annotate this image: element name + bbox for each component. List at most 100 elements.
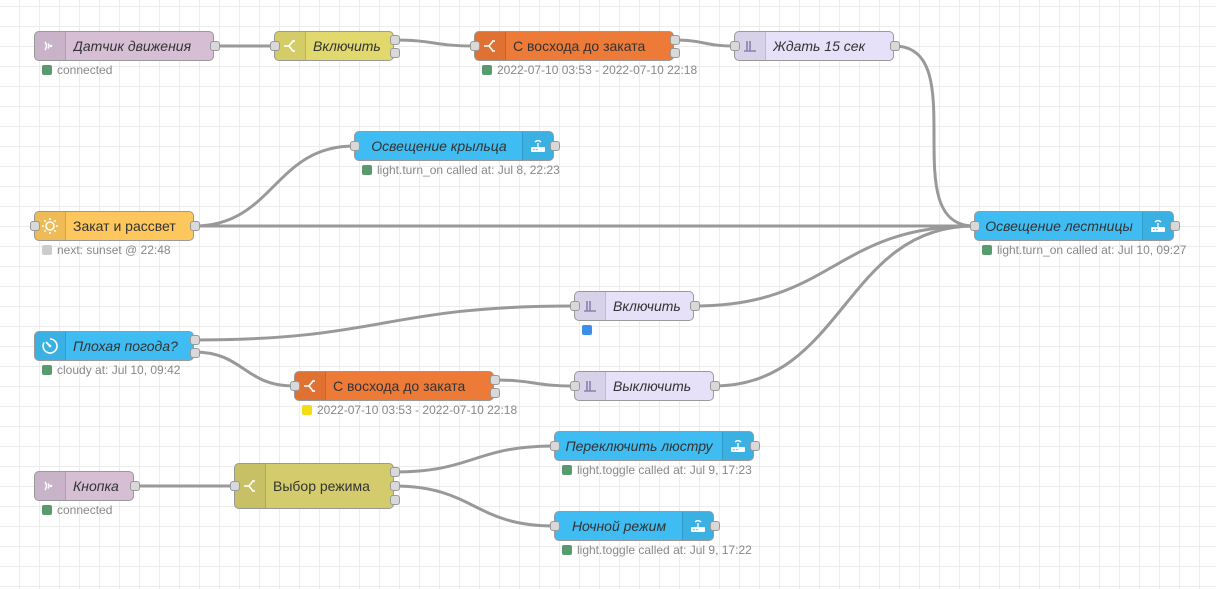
- button-status: connected: [42, 503, 112, 517]
- status-dot: [42, 505, 52, 515]
- status-dot: [482, 65, 492, 75]
- status-dot: [982, 245, 992, 255]
- night-mode-status: light.toggle called at: Jul 9, 17:22: [562, 543, 752, 557]
- switch-icon: [275, 32, 306, 60]
- node-label: Включить: [313, 38, 381, 54]
- sunrise-sunset-status: 2022-07-10 03:53 - 2022-07-10 22:18: [482, 63, 697, 77]
- output-port-1[interactable]: [190, 335, 200, 345]
- node-label: Закат и рассвет: [73, 218, 176, 234]
- input-port[interactable]: [550, 441, 560, 451]
- input-port[interactable]: [290, 381, 300, 391]
- node-label: Кнопка: [73, 478, 119, 494]
- output-port[interactable]: [710, 381, 720, 391]
- enable-trigger-node[interactable]: Включить: [570, 291, 700, 321]
- output-port-3[interactable]: [390, 495, 400, 505]
- stairs-light-service-node[interactable]: Освещение лестницы: [970, 211, 1180, 241]
- wire: [893, 44, 975, 228]
- node-label: Ночной режим: [571, 518, 667, 534]
- output-port[interactable]: [710, 521, 720, 531]
- output-port[interactable]: [550, 141, 560, 151]
- bad-weather-node[interactable]: Плохая погода?: [34, 331, 200, 361]
- sunrise-sunset-switch-node-2[interactable]: С восхода до заката: [290, 371, 500, 401]
- status-dot: [562, 545, 572, 555]
- output-port-1[interactable]: [670, 35, 680, 45]
- input-port[interactable]: [350, 141, 360, 151]
- wire: [493, 378, 575, 388]
- output-port-1[interactable]: [490, 375, 500, 385]
- wifi-signal-icon: [35, 32, 66, 60]
- output-port-2[interactable]: [390, 48, 400, 58]
- input-port[interactable]: [730, 41, 740, 51]
- sunset-sunrise-status: next: sunset @ 22:48: [42, 243, 171, 257]
- input-port[interactable]: [230, 481, 240, 491]
- motion-sensor-node[interactable]: Датчик движения: [34, 31, 220, 61]
- output-port[interactable]: [210, 41, 220, 51]
- bad-weather-status: cloudy at: Jul 10, 09:42: [42, 363, 180, 377]
- output-port[interactable]: [130, 481, 140, 491]
- wifi-signal-icon: [35, 472, 66, 500]
- sunrise-sunset-switch-node[interactable]: С восхода до заката: [470, 31, 680, 61]
- timer-icon: [35, 332, 66, 360]
- wire: [393, 484, 555, 528]
- input-port[interactable]: [570, 301, 580, 311]
- switch-icon: [475, 32, 506, 60]
- node-label: Выбор режима: [273, 478, 370, 494]
- node-label: С восхода до заката: [333, 378, 466, 394]
- output-port[interactable]: [890, 41, 900, 51]
- status-dot: [42, 245, 52, 255]
- toggle-chandelier-service-node[interactable]: Переключить люстру: [550, 431, 760, 461]
- mode-select-switch-node[interactable]: Выбор режима: [230, 463, 400, 509]
- output-port[interactable]: [750, 441, 760, 451]
- switch-icon: [235, 464, 266, 508]
- enable-switch-node[interactable]: Включить: [270, 31, 400, 61]
- wire: [193, 350, 295, 388]
- router-icon: [522, 132, 553, 160]
- output-port-2[interactable]: [490, 388, 500, 398]
- output-port[interactable]: [690, 301, 700, 311]
- wire: [393, 444, 555, 474]
- input-port[interactable]: [570, 381, 580, 391]
- input-port[interactable]: [550, 521, 560, 531]
- node-label: Ждать 15 сек: [773, 38, 866, 54]
- porch-light-service-node[interactable]: Освещение крыльца: [350, 131, 560, 161]
- output-port[interactable]: [1170, 221, 1180, 231]
- status-dot: [582, 325, 592, 335]
- stairs-light-status: light.turn_on called at: Jul 10, 09:27: [982, 243, 1186, 257]
- wire: [193, 144, 355, 228]
- night-mode-service-node[interactable]: Ночной режим: [550, 511, 720, 541]
- output-port[interactable]: [190, 221, 200, 231]
- trigger-icon: [575, 292, 606, 320]
- node-label: Плохая погода?: [73, 338, 178, 354]
- router-icon: [682, 512, 713, 540]
- porch-light-status: light.turn_on called at: Jul 8, 22:23: [362, 163, 560, 177]
- input-port[interactable]: [470, 41, 480, 51]
- status-dot: [42, 65, 52, 75]
- disable-trigger-node[interactable]: Выключить: [570, 371, 720, 401]
- sunrise-sunset-status-2: 2022-07-10 03:53 - 2022-07-10 22:18: [302, 403, 517, 417]
- toggle-chandelier-status: light.toggle called at: Jul 9, 17:23: [562, 463, 752, 477]
- input-port[interactable]: [30, 221, 40, 231]
- status-dot: [562, 465, 572, 475]
- wire: [713, 224, 975, 388]
- input-port[interactable]: [270, 41, 280, 51]
- enable-trigger-status: [582, 323, 597, 337]
- node-label: Освещение лестницы: [985, 218, 1133, 234]
- node-label: Датчик движения: [73, 38, 192, 54]
- status-dot: [42, 365, 52, 375]
- output-port-2[interactable]: [390, 481, 400, 491]
- output-port-2[interactable]: [670, 48, 680, 58]
- wire: [693, 224, 975, 308]
- wait-15-trigger-node[interactable]: Ждать 15 сек: [730, 31, 900, 61]
- button-event-node[interactable]: Кнопка: [34, 471, 140, 501]
- switch-icon: [295, 372, 326, 400]
- output-port-1[interactable]: [390, 467, 400, 477]
- sun-icon: [35, 212, 66, 240]
- input-port[interactable]: [970, 221, 980, 231]
- wire: [673, 38, 735, 48]
- trigger-icon: [735, 32, 766, 60]
- node-label: Освещение крыльца: [371, 138, 507, 154]
- output-port-2[interactable]: [190, 348, 200, 358]
- output-port-1[interactable]: [390, 35, 400, 45]
- sunset-sunrise-node[interactable]: Закат и рассвет: [30, 211, 200, 241]
